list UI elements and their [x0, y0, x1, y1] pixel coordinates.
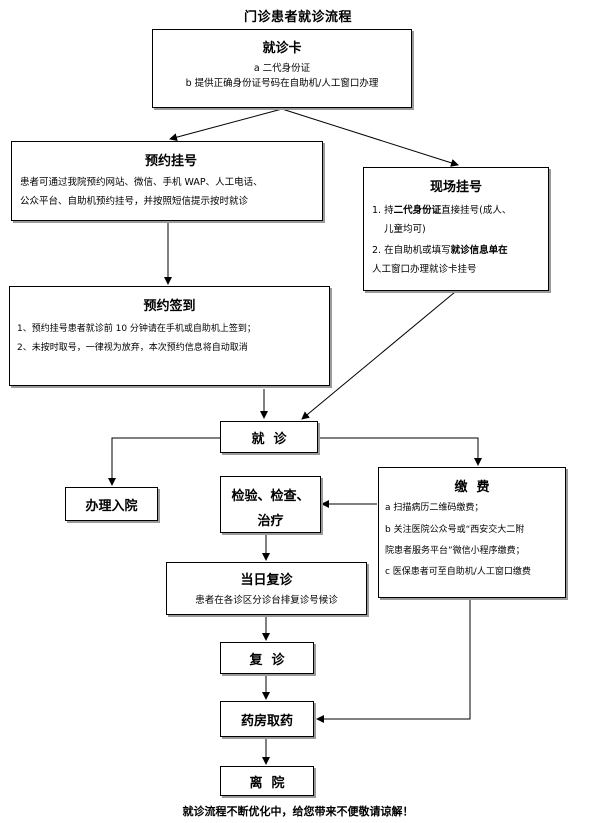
- sameday-title: 当日复诊: [240, 573, 293, 588]
- admission-title: 办理入院: [85, 498, 138, 514]
- revisit-title: 复 诊: [249, 652, 285, 668]
- payment-line-3: 院患者服务平台”微信小程序缴费；: [385, 546, 525, 556]
- onsite-line-1-suffix: 直接挂号(成人、: [441, 205, 512, 216]
- onsite-line-3: 2. 在自助机或填写就诊信息单在: [372, 243, 548, 258]
- checkin-line-1: 1、预约挂号患者就诊前 10 分钟请在手机或自助机上签到；: [17, 324, 256, 334]
- payment-title: 缴 费: [454, 480, 490, 495]
- onsite-line-2: 儿童均可): [384, 224, 426, 235]
- payment-box: 缴 费 a 扫描病历二维码缴费； b 关注医院公众号或“西安交大二附 院患者服务…: [378, 467, 566, 598]
- visit-title: 就 诊: [251, 431, 287, 447]
- arrow-payment-to-pharmacy: [316, 599, 471, 723]
- leave-box: 离 院: [220, 766, 314, 796]
- payment-line-1: a 扫描病历二维码缴费；: [385, 503, 484, 513]
- payment-line-4: c 医保患者可至自助机/人工窗口缴费: [385, 567, 531, 577]
- sameday-box: 当日复诊 患者在各诊区分诊台排复诊号候诊: [166, 562, 367, 615]
- exam-box: 检验、检查、 治疗: [220, 476, 321, 533]
- card-line-1: a 二代身份证: [253, 63, 311, 74]
- footer-note: 就诊流程不断优化中，给您带来不便敬请谅解！: [182, 805, 414, 818]
- onsite-box: 现场挂号 1. 持二代身份证直接挂号(成人、 儿童均可) 2. 在自助机或填写就…: [363, 167, 549, 291]
- card-box: 就诊卡 a 二代身份证 b 提供正确身份证号码在自助机/人工窗口办理: [152, 29, 412, 108]
- exam-title-line-1: 检验、检查、: [231, 489, 310, 504]
- arrow-visit-to-payment: [318, 437, 482, 466]
- appointment-title: 预约挂号: [144, 154, 197, 169]
- visit-box: 就 诊: [220, 421, 318, 453]
- pharmacy-box: 药房取药: [220, 701, 314, 737]
- pharmacy-title: 药房取药: [240, 713, 293, 729]
- onsite-line-3-prefix: 2. 在自助机或填写: [372, 245, 451, 256]
- arrow-visit-to-admission: [108, 437, 220, 486]
- onsite-line-3-bold: 就诊信息单在: [450, 245, 508, 256]
- onsite-line-4: 人工窗口办理就诊卡挂号: [372, 264, 477, 275]
- arrow-onsite-to-visit: [301, 291, 456, 420]
- arrow-card-to-appointment: [169, 108, 283, 142]
- page-title: 门诊患者就诊流程: [243, 10, 352, 25]
- onsite-line-1-bold: 二代身份证: [393, 205, 442, 216]
- appointment-line-2: 公众平台、自助机预约挂号，并按照短信提示按时就诊: [20, 196, 249, 207]
- payment-line-2: b 关注医院公众号或“西安交大二附: [385, 525, 525, 535]
- card-line-2: b 提供正确身份证号码在自助机/人工窗口办理: [185, 78, 379, 89]
- onsite-line-1: 1. 持二代身份证直接挂号(成人、: [372, 203, 548, 218]
- admission-box: 办理入院: [65, 487, 158, 521]
- onsite-line-1-prefix: 1. 持: [372, 205, 394, 216]
- sameday-line-1: 患者在各诊区分诊台排复诊号候诊: [195, 595, 338, 606]
- leave-title: 离 院: [249, 775, 285, 791]
- exam-title-line-2: 治疗: [257, 514, 284, 529]
- checkin-title: 预约签到: [143, 299, 196, 314]
- onsite-title: 现场挂号: [429, 180, 482, 195]
- appointment-line-1: 患者可通过我院预约网站、微信、手机 WAP、人工电话、: [20, 177, 263, 188]
- checkin-box: 预约签到 1、预约挂号患者就诊前 10 分钟请在手机或自助机上签到； 2、未按时…: [9, 286, 330, 386]
- appointment-box: 预约挂号 患者可通过我院预约网站、微信、手机 WAP、人工电话、 公众平台、自助…: [11, 141, 323, 221]
- checkin-line-2: 2、未按时取号，一律视为放弃，本次预约信息将自动取消: [17, 343, 248, 353]
- arrow-card-to-onsite: [281, 108, 459, 167]
- card-title: 就诊卡: [262, 41, 302, 56]
- revisit-box: 复 诊: [220, 642, 314, 674]
